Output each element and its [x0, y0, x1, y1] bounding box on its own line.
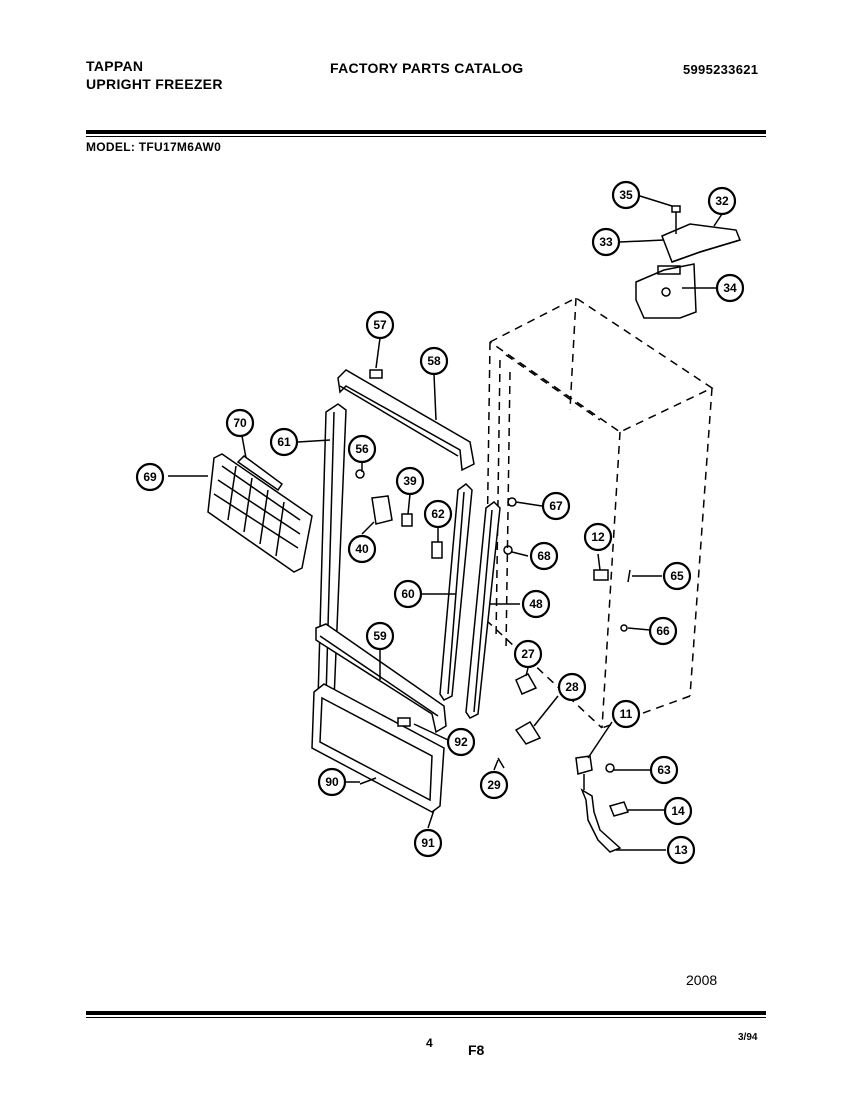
top-hinge [635, 205, 742, 319]
svg-text:92: 92 [454, 735, 468, 749]
callout-91: 91 [413, 828, 443, 858]
callout-70: 70 [225, 408, 255, 438]
svg-text:90: 90 [325, 775, 339, 789]
callout-34: 34 [715, 273, 745, 303]
svg-text:32: 32 [715, 194, 729, 208]
svg-text:69: 69 [143, 470, 157, 484]
svg-text:14: 14 [671, 804, 685, 818]
callout-68: 68 [529, 541, 559, 571]
svg-text:11: 11 [620, 707, 633, 721]
callout-58: 58 [419, 346, 449, 376]
svg-text:56: 56 [355, 442, 369, 456]
svg-text:39: 39 [403, 474, 417, 488]
callout-35: 35 [611, 180, 641, 210]
callout-61: 61 [269, 427, 299, 457]
callout-13: 13 [666, 835, 696, 865]
svg-text:27: 27 [521, 647, 535, 661]
svg-text:28: 28 [565, 680, 579, 694]
callout-67: 67 [541, 491, 571, 521]
svg-text:29: 29 [487, 778, 501, 792]
callout-66: 66 [648, 616, 678, 646]
svg-text:12: 12 [591, 530, 605, 544]
callout-11: 11 [611, 699, 641, 729]
header-rule [86, 130, 766, 134]
callout-65: 65 [662, 561, 692, 591]
svg-text:70: 70 [233, 416, 247, 430]
svg-text:34: 34 [723, 281, 737, 295]
svg-text:60: 60 [401, 587, 415, 601]
svg-text:68: 68 [537, 549, 551, 563]
svg-text:33: 33 [599, 235, 613, 249]
svg-text:67: 67 [549, 499, 563, 513]
figure-number: 2008 [686, 972, 718, 988]
callout-27: 27 [513, 639, 543, 669]
door-basket [207, 453, 313, 573]
svg-text:48: 48 [529, 597, 543, 611]
page-number: 4 [426, 1036, 433, 1050]
svg-text:13: 13 [674, 843, 688, 857]
callout-39: 39 [395, 466, 425, 496]
callout-90: 90 [317, 767, 347, 797]
catalog-date: 3/94 [738, 1032, 758, 1043]
callout-59: 59 [365, 621, 395, 651]
model-line: MODEL: TFU17M6AW0 [86, 140, 222, 154]
svg-text:58: 58 [427, 354, 441, 368]
svg-text:65: 65 [670, 569, 684, 583]
callout-28: 28 [557, 672, 587, 702]
brand-name: TAPPAN [86, 58, 144, 74]
callout-32: 32 [707, 186, 737, 216]
svg-text:57: 57 [373, 318, 387, 332]
section-code: F8 [468, 1042, 485, 1058]
svg-text:91: 91 [421, 836, 435, 850]
svg-text:40: 40 [355, 542, 369, 556]
callout-60: 60 [393, 579, 423, 609]
svg-text:35: 35 [619, 188, 633, 202]
callout-92: 92 [446, 727, 476, 757]
callout-14: 14 [663, 796, 693, 826]
callout-69: 69 [135, 462, 165, 492]
callout-62: 62 [423, 499, 453, 529]
callout-29: 29 [479, 770, 509, 800]
callout-48: 48 [521, 589, 551, 619]
callout-57: 57 [365, 310, 395, 340]
footer-rule-thin [86, 1017, 766, 1018]
footer-rule [86, 1011, 766, 1015]
callout-40: 40 [347, 534, 377, 564]
svg-text:61: 61 [277, 435, 291, 449]
callout-33: 33 [591, 227, 621, 257]
catalog-title: FACTORY PARTS CATALOG [330, 60, 524, 76]
svg-text:59: 59 [373, 629, 387, 643]
svg-text:66: 66 [656, 624, 670, 638]
callout-12: 12 [583, 522, 613, 552]
header-rule-thin [86, 136, 766, 137]
product-type: UPRIGHT FREEZER [86, 76, 223, 92]
svg-text:62: 62 [431, 507, 445, 521]
svg-text:63: 63 [657, 763, 671, 777]
callout-63: 63 [649, 755, 679, 785]
callout-56: 56 [347, 434, 377, 464]
catalog-number: 5995233621 [683, 62, 759, 77]
